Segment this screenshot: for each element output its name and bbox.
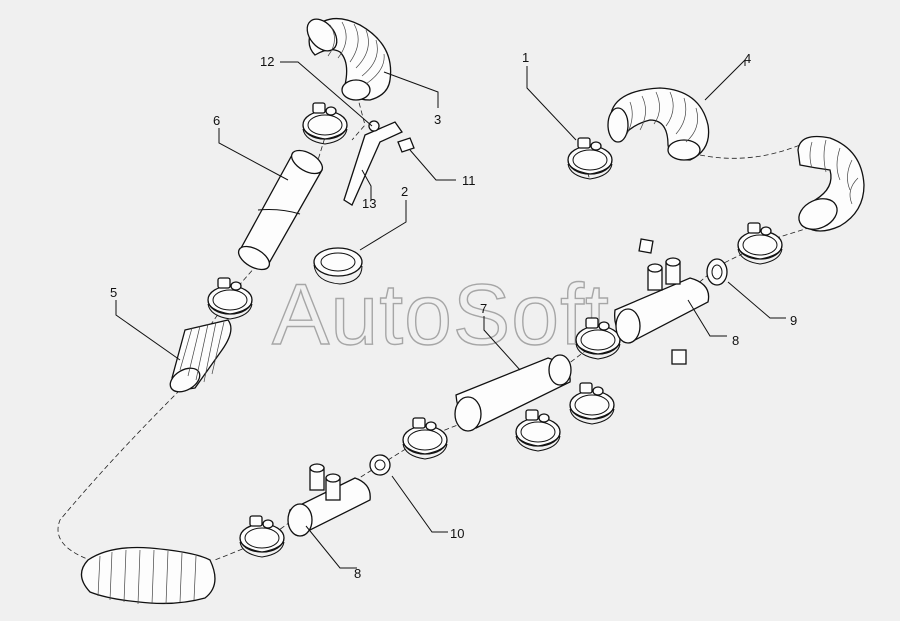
part-8-t-connector-upper (614, 238, 710, 365)
right-elbow-hose (797, 135, 865, 232)
part-8-t-connector-lower (287, 463, 371, 537)
callout-7: 7 (480, 301, 487, 316)
clamp-bottom (239, 515, 285, 558)
callout-8-lower: 8 (354, 566, 361, 581)
part-7-tube (454, 354, 572, 432)
callout-5: 5 (110, 285, 117, 300)
callout-2: 2 (401, 184, 408, 199)
clamp-right (737, 222, 783, 265)
leader-lines (115, 58, 786, 569)
clamp-mid-lower (569, 382, 615, 425)
callout-10: 10 (450, 526, 464, 541)
callout-9: 9 (790, 313, 797, 328)
callout-3: 3 (434, 112, 441, 127)
callout-12: 12 (260, 54, 274, 69)
part-10-ring (369, 454, 391, 476)
clamp-top (302, 102, 348, 145)
watermark-text: AutoSoft (272, 267, 610, 363)
part-6-tube (237, 149, 324, 271)
callout-1: 1 (522, 50, 529, 65)
part-3-elbow-hose (306, 18, 392, 101)
part-4-elbow-hose (607, 87, 710, 161)
callout-8-upper: 8 (732, 333, 739, 348)
callout-labels: 1 2 3 4 5 6 7 8 8 9 10 11 12 13 (110, 50, 797, 581)
callout-11: 11 (462, 173, 476, 188)
part-13-bracket (343, 120, 415, 206)
clamp-left (207, 277, 253, 320)
part-5-corrugated-hose (169, 319, 232, 393)
part-2-grommet (313, 247, 363, 285)
clamp-lower-center (402, 417, 448, 460)
bottom-left-elbow-hose (80, 546, 216, 605)
callout-6: 6 (213, 113, 220, 128)
callout-13: 13 (362, 196, 376, 211)
callout-4: 4 (744, 51, 751, 66)
part-1-clamp (567, 137, 613, 180)
part-9-ring (706, 258, 728, 286)
clamp-center (515, 409, 561, 452)
